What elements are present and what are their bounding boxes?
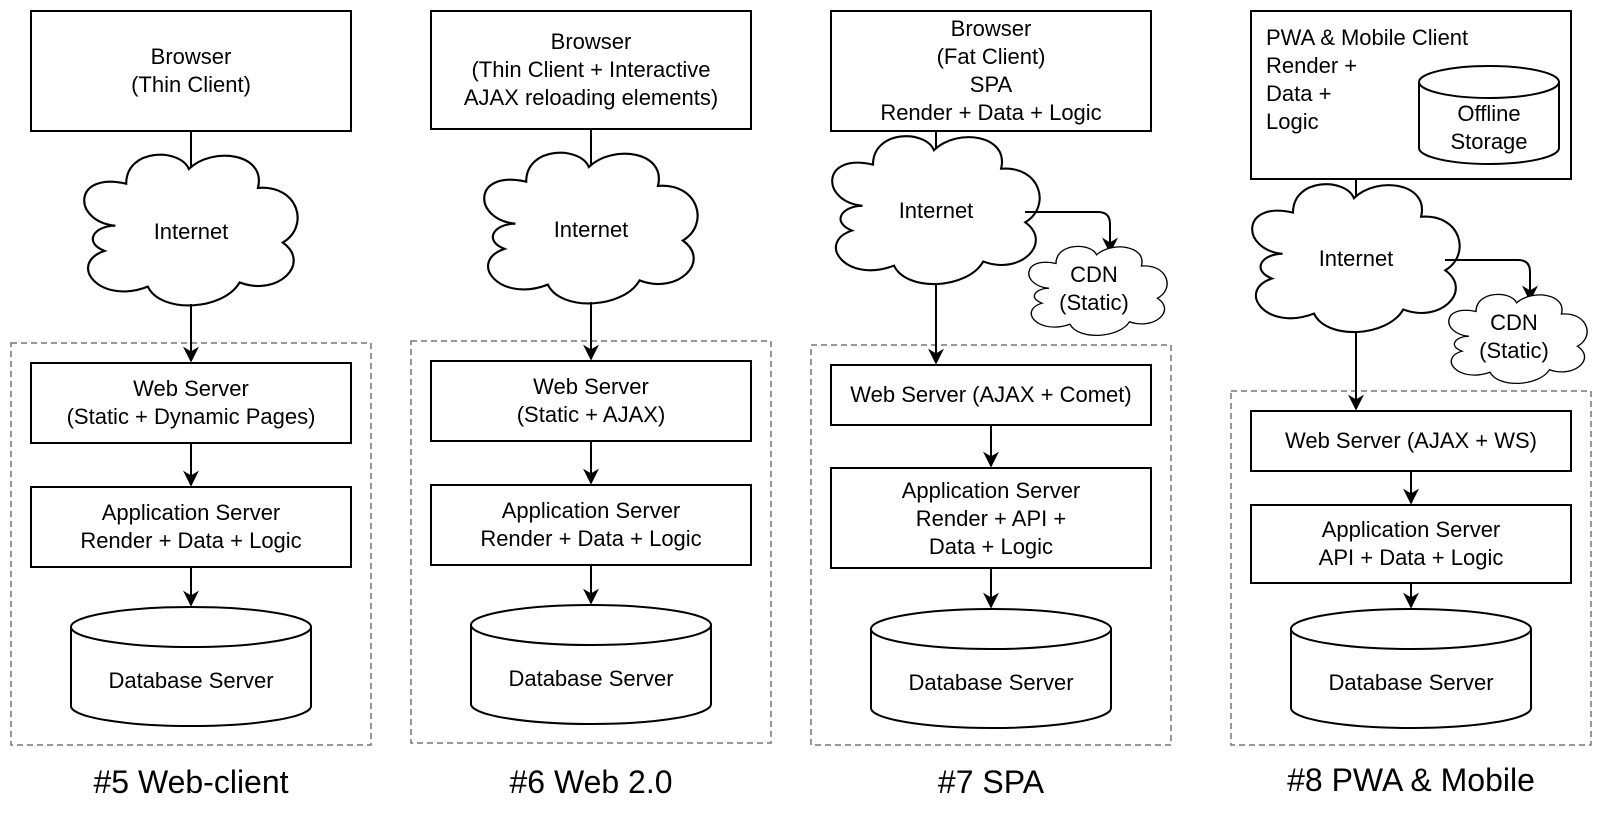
column-web-2: Browser (Thin Client + Interactive AJAX … — [410, 10, 772, 800]
database-label: Database Server — [108, 668, 273, 693]
internet-cloud: Internet — [83, 153, 299, 307]
database-label: Database Server — [1328, 670, 1493, 695]
client-label-line: Logic — [1266, 109, 1319, 134]
app-server-label-line: Application Server — [502, 498, 681, 523]
browser-box: Browser (Thin Client + Interactive AJAX … — [430, 10, 752, 130]
browser-label-line: Browser — [151, 44, 232, 69]
app-server-label-line: API + Data + Logic — [1319, 545, 1504, 570]
web-server-label-line: Web Server — [133, 376, 249, 401]
internet-cloud: Internet — [831, 135, 1041, 286]
app-server-box: Application Server Render + Data + Logic — [430, 484, 752, 566]
database-cylinder: Database Server — [470, 604, 712, 725]
column-title: #5 Web-client — [93, 764, 288, 800]
app-server-label-line: Render + API + — [916, 506, 1066, 531]
app-server-box: Application Server Render + Data + Logic — [30, 486, 352, 568]
client-label-line: PWA & Mobile Client — [1266, 25, 1468, 50]
app-server-label-line: Render + Data + Logic — [80, 528, 301, 553]
client-label-line: Data + — [1266, 81, 1331, 106]
internet-label: Internet — [554, 217, 629, 242]
internet-cloud: Internet — [1251, 183, 1461, 334]
connector-arrow — [1025, 211, 1118, 254]
web-server-label-line: Web Server (AJAX + Comet) — [850, 382, 1131, 407]
internet-label: Internet — [899, 198, 974, 223]
browser-label-line: Browser — [551, 29, 632, 54]
app-server-box: Application Server Render + API + Data +… — [830, 467, 1152, 569]
column-title: #6 Web 2.0 — [509, 764, 672, 800]
browser-label-line: (Thin Client + Interactive — [471, 57, 710, 82]
database-label: Database Server — [908, 670, 1073, 695]
web-server-label-line: (Static + Dynamic Pages) — [67, 404, 316, 429]
client-box: PWA & Mobile Client Render + Data + Logi… — [1250, 10, 1572, 180]
web-server-label-line: Web Server (AJAX + WS) — [1285, 428, 1537, 453]
app-server-label-line: Render + Data + Logic — [480, 526, 701, 551]
web-server-box: Web Server (Static + Dynamic Pages) — [30, 362, 352, 444]
offline-storage-label-line: Storage — [1450, 129, 1527, 154]
client-label-line: Render + — [1266, 53, 1357, 78]
cdn-label-line: (Static) — [1479, 338, 1549, 363]
browser-label-line: Render + Data + Logic — [880, 100, 1101, 125]
column-title: #8 PWA & Mobile — [1287, 762, 1535, 798]
server-zone — [810, 344, 1172, 746]
web-server-label-line: Web Server — [533, 374, 649, 399]
column-spa: Browser (Fat Client) SPA Render + Data +… — [810, 10, 1172, 800]
internet-label: Internet — [1319, 246, 1394, 271]
browser-label-line: (Fat Client) — [937, 44, 1046, 69]
web-server-box: Web Server (AJAX + WS) — [1250, 410, 1572, 472]
browser-label-line: Browser — [951, 16, 1032, 41]
cdn-label-line: CDN — [1070, 262, 1118, 287]
app-server-label-line: Application Server — [1322, 517, 1501, 542]
web-server-box: Web Server (Static + AJAX) — [430, 360, 752, 442]
browser-box: Browser (Thin Client) — [30, 10, 352, 132]
column-title: #7 SPA — [938, 764, 1045, 800]
database-cylinder: Database Server — [870, 608, 1112, 729]
browser-label-line: AJAX reloading elements) — [464, 85, 718, 110]
browser-label-line: (Thin Client) — [131, 72, 251, 97]
connector-arrow — [1445, 259, 1538, 302]
database-label: Database Server — [508, 666, 673, 691]
app-server-label-line: Application Server — [902, 478, 1081, 503]
offline-storage-label-line: Offline — [1457, 101, 1520, 126]
column-web-client: Browser (Thin Client) Internet Web Serve… — [10, 10, 372, 800]
internet-label: Internet — [154, 219, 229, 244]
browser-box: Browser (Fat Client) SPA Render + Data +… — [830, 10, 1152, 132]
app-server-label-line: Application Server — [102, 500, 281, 525]
web-server-label-line: (Static + AJAX) — [517, 402, 666, 427]
server-zone — [1230, 390, 1592, 746]
web-server-box: Web Server (AJAX + Comet) — [830, 364, 1152, 426]
database-cylinder: Database Server — [1290, 608, 1532, 729]
offline-storage-cylinder: Offline Storage — [1418, 65, 1560, 165]
internet-cloud: Internet — [483, 151, 699, 305]
app-server-box: Application Server API + Data + Logic — [1250, 504, 1572, 584]
database-cylinder: Database Server — [70, 606, 312, 727]
cdn-cloud: CDN (Static) — [1448, 293, 1588, 384]
cdn-label-line: (Static) — [1059, 290, 1129, 315]
app-server-label-line: Data + Logic — [929, 534, 1053, 559]
column-pwa-mobile: PWA & Mobile Client Render + Data + Logi… — [1230, 10, 1592, 798]
cdn-cloud: CDN (Static) — [1028, 245, 1168, 336]
cdn-label-line: CDN — [1490, 310, 1538, 335]
browser-label-line: SPA — [970, 72, 1013, 97]
